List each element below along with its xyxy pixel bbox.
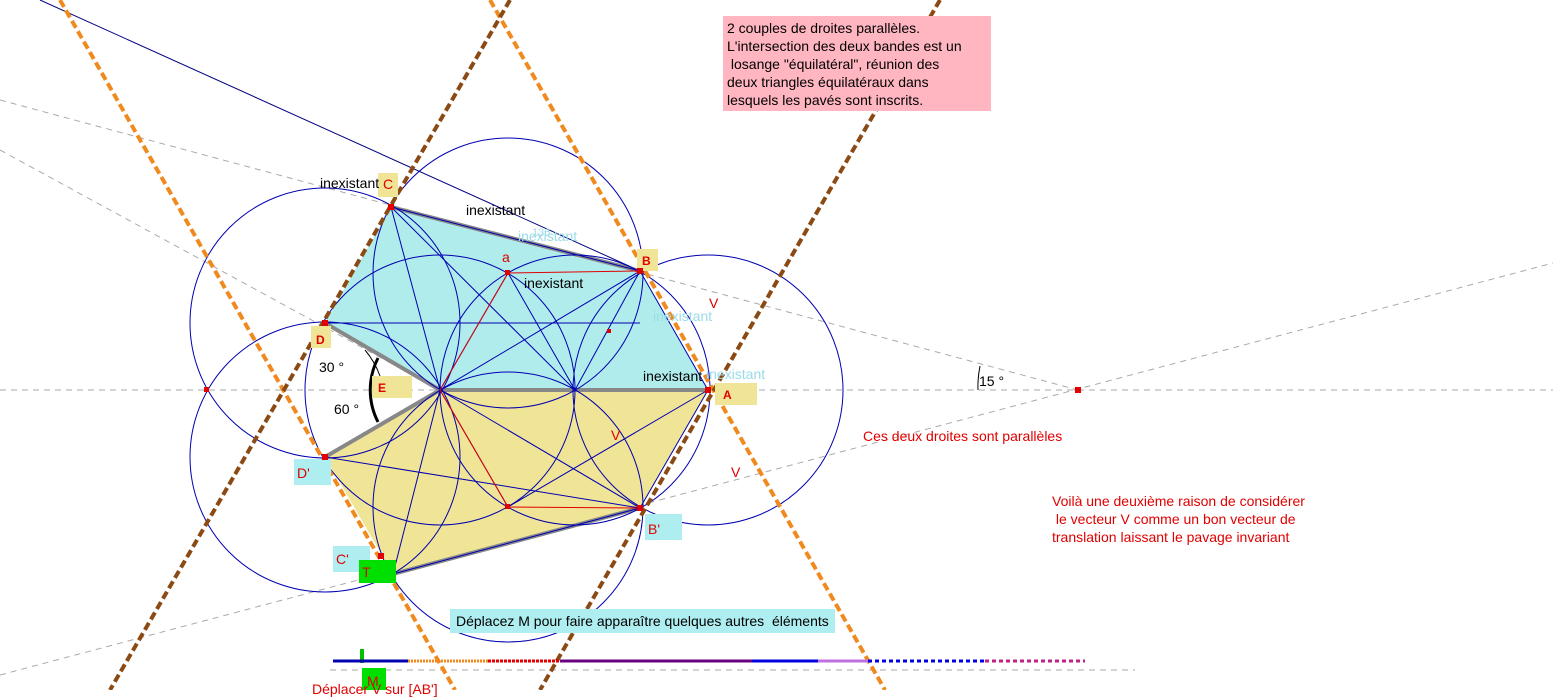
label-B-prime: B' [648,521,660,537]
lower-rhombus-fill [325,390,708,574]
long-segment [39,0,641,272]
points [204,204,1081,559]
label-C-prime: C' [336,551,349,567]
info-line-3: losange "équilatéral", réunion des [727,56,940,72]
handle-T[interactable] [359,560,396,583]
slant-line-lower [0,262,1553,676]
reason-line-3: translation laissant le pavage invariant [1052,529,1290,545]
label-inexistant-2: inexistant [466,202,525,218]
label-T[interactable]: T [362,564,371,580]
reason-line-1: Voilà une deuxième raison de considérer [1052,493,1305,509]
slider-tick[interactable] [360,649,364,663]
label-E: E [378,381,386,395]
label-D: D [316,333,325,347]
label-angle-30: 30 ° [319,359,344,375]
info-line-4: deux triangles équilatéraux dans [727,74,929,90]
ghost-label-inexistant-3: inexistant [706,366,765,382]
red-segments [439,270,641,509]
parallel-note: Ces deux droites sont parallèles [863,428,1063,444]
reason-line-2: le vecteur V comme un bon vecteur de [1052,511,1296,527]
label-D-prime: D' [297,465,310,481]
reason-note: Voilà une deuxième raison de considérer … [1052,492,1305,546]
label-inexistant-4: inexistant [643,368,702,384]
label-inexistant-1: inexistant [320,175,379,191]
label-V-lower: V [731,464,741,480]
upper-rhombus-fill [325,207,708,390]
label-inexistant-3: inexistant [524,275,583,291]
label-V-middle: V [611,427,621,443]
ghost-label-inexistant-1: inexistant [518,228,577,244]
handle-M[interactable] [362,668,386,690]
angle-arc-15 [977,365,981,391]
bottom-caption: Déplacer V sur [AB'] [312,681,438,697]
info-line-5: lesquels les pavés sont inscrits. [727,92,924,108]
label-backgrounds [294,173,757,572]
brown-parallels [108,0,942,690]
info-line-1: 2 couples de droites parallèles. [727,20,921,36]
label-V-upper: V [709,295,719,311]
info-box: 2 couples de droites parallèles. L'inter… [723,16,991,111]
ghost-label-inexistant-2: inexistant [653,308,712,324]
label-a: a [502,249,510,265]
angle-arc-30 [364,349,381,377]
info-line-2: L'intersection des deux bandes est un [727,38,962,54]
ghost-label-136: 136 [532,227,550,239]
label-C: C [383,176,393,192]
label-angle-60: 60 ° [334,401,359,417]
angle-arc-60 [368,357,380,423]
label-M[interactable]: M [367,673,379,689]
construction-lines [0,99,1553,676]
label-A: A [723,388,732,402]
label-angle-15: 15 ° [979,373,1004,389]
label-B: B [642,254,651,268]
move-hint: Déplacez M pour faire apparaître quelque… [450,609,835,633]
